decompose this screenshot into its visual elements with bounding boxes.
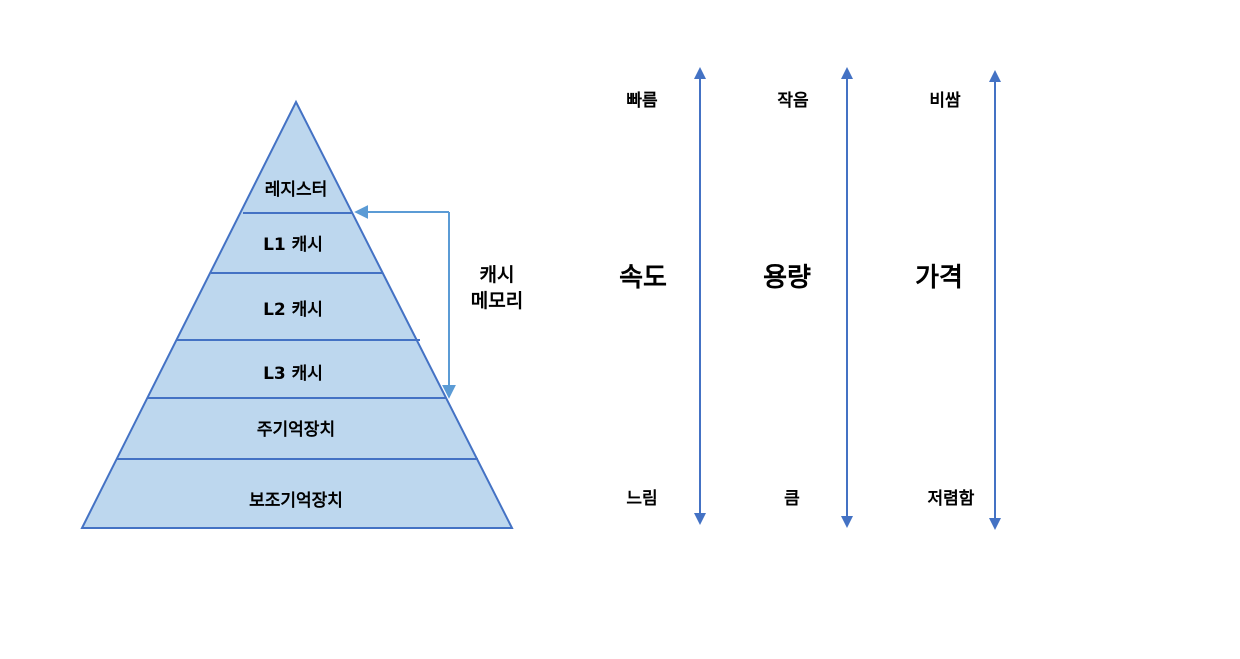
level-label-l2-cache: L2 캐시 — [263, 300, 323, 320]
axis-speed: 빠름 속도 느림 — [619, 67, 706, 525]
axis-bottom-label: 저렴함 — [928, 488, 975, 509]
axis-title: 속도 — [619, 263, 667, 293]
bracket-label-line1: 캐시 — [480, 264, 515, 286]
axis-top-label: 작음 — [777, 91, 809, 111]
level-label-l1-cache: L1 캐시 — [263, 235, 323, 255]
level-label-register: 레지스터 — [265, 180, 328, 200]
level-label-secondary-storage: 보조기억장치 — [249, 491, 343, 511]
axis-bottom-label: 느림 — [626, 489, 657, 509]
axis-title: 가격 — [915, 263, 963, 293]
bracket-label-line2: 메모리 — [471, 290, 523, 312]
pyramid-shape — [80, 99, 514, 529]
level-label-l3-cache: L3 캐시 — [263, 364, 323, 384]
level-label-main-memory: 주기억장치 — [257, 420, 335, 440]
cache-memory-bracket: 캐시 메모리 — [354, 205, 523, 399]
axis-title: 용량 — [763, 263, 811, 293]
axis-price: 비쌈 가격 저렴함 — [915, 70, 1001, 530]
memory-pyramid: 레지스터 L1 캐시 L2 캐시 L3 캐시 주기억장치 보조기억장치 — [80, 99, 514, 529]
axis-top-label: 빠름 — [626, 91, 658, 111]
axis-top-label: 비쌈 — [929, 91, 961, 111]
axis-bottom-label: 큼 — [784, 489, 800, 509]
axis-capacity: 작음 용량 큼 — [763, 67, 853, 528]
